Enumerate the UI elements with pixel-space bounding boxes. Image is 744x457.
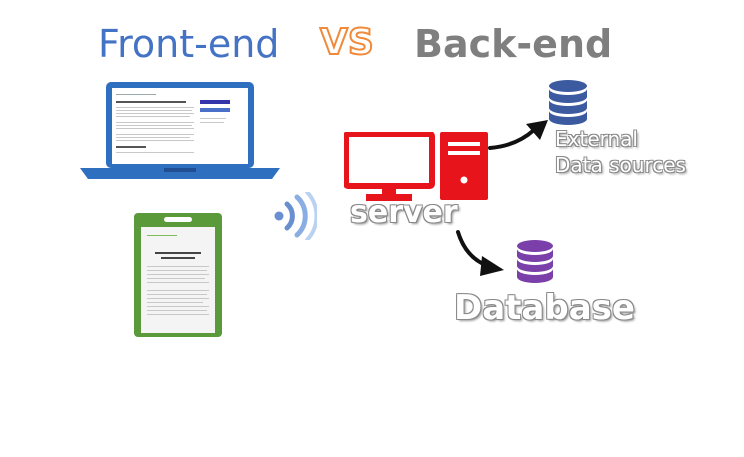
external-label-line1: External xyxy=(555,127,638,151)
desktop-computer-icon xyxy=(343,131,490,204)
frontend-title: Front-end xyxy=(98,22,280,66)
wifi-signal-icon xyxy=(273,190,319,242)
laptop-screen-content xyxy=(116,92,246,162)
external-data-label: External Data sources xyxy=(555,126,686,178)
server-label: server xyxy=(350,195,458,230)
database-label: Database xyxy=(454,288,635,328)
external-database-icon xyxy=(548,80,588,126)
vs-label: VS xyxy=(319,21,375,64)
curved-arrow-icon xyxy=(488,116,552,152)
curved-arrow-icon xyxy=(452,228,508,278)
external-label-line2: Data sources xyxy=(555,153,686,177)
backend-title: Back-end xyxy=(414,22,613,66)
database-icon xyxy=(516,240,554,284)
phone-screen-content xyxy=(143,230,213,330)
